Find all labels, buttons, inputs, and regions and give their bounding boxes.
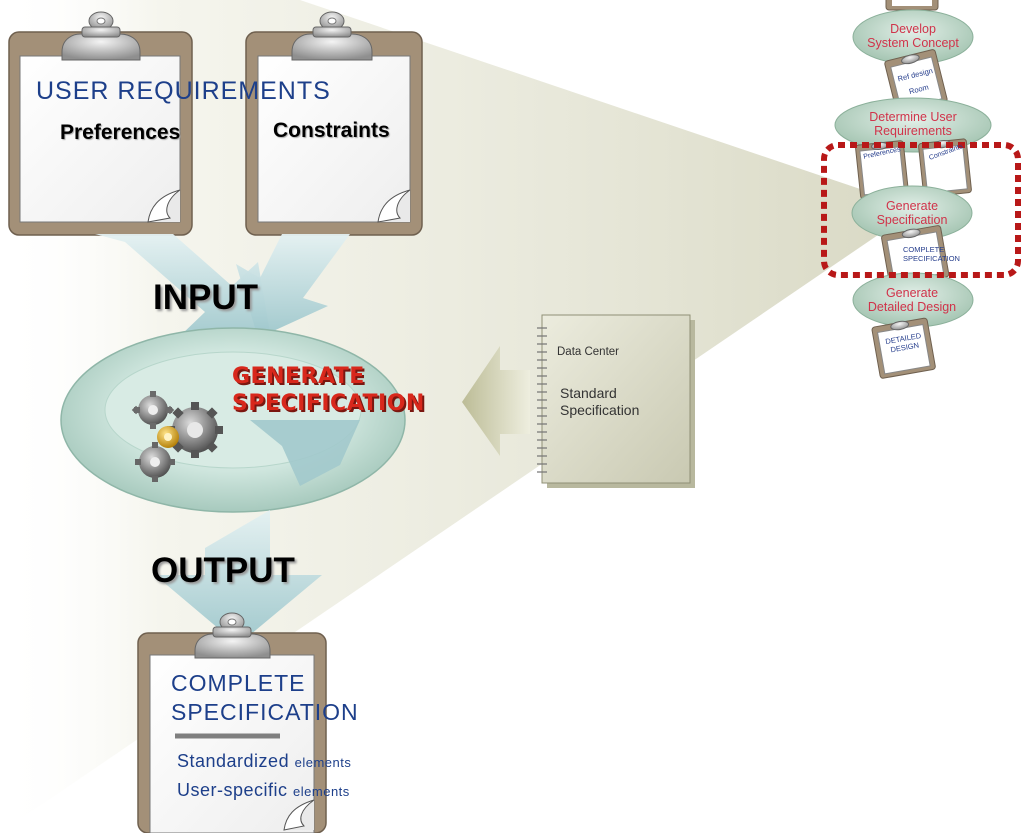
- complete-spec-item-standardized: Standardized elements: [177, 751, 351, 772]
- mini-process-flow: [821, 0, 1021, 379]
- input-arrow-left: [95, 234, 272, 344]
- mini-step4-line2: Detailed Design: [867, 300, 957, 314]
- mini-step4-line1: Generate: [885, 286, 939, 300]
- gears-icon: [131, 391, 223, 482]
- notebook-title: Data Center: [557, 346, 620, 358]
- notebook-subtitle-line2: Specification: [560, 402, 640, 418]
- constraints-clipboard: [245, 11, 423, 236]
- preferences-label: Preferences: [60, 121, 181, 144]
- page-curl-icon: [283, 799, 315, 831]
- clipboard-clip-icon: [194, 612, 271, 659]
- output-arrow: [155, 510, 322, 645]
- process-label-line1: GENERATE: [232, 364, 365, 389]
- complete-spec-clipboard: [137, 612, 327, 833]
- mini-doc3-line2: SPECIFICATION: [903, 254, 960, 263]
- mini-doc3-label: COMPLETE SPECIFICATION: [885, 245, 1005, 263]
- input-label: INPUT: [153, 278, 258, 317]
- preferences-clipboard: [8, 11, 193, 236]
- clipboard-clip-icon: [291, 11, 373, 61]
- mini-step2-line1: Determine User: [869, 110, 957, 124]
- user-requirements-title: USER REQUIREMENTS: [36, 77, 331, 105]
- process-ring: [60, 327, 406, 513]
- mini-step4-label: Generate Detailed Design: [852, 286, 972, 314]
- spiral-binding-icon: [537, 327, 547, 473]
- output-label: OUTPUT: [151, 551, 295, 590]
- mini-step2-line2: Requirements: [874, 124, 952, 138]
- mini-step1-label: Develop System Concept: [853, 22, 973, 50]
- complete-spec-title-line1: COMPLETE: [171, 670, 306, 696]
- mini-step3-line1: Generate: [885, 199, 939, 213]
- item-main: Standardized: [177, 751, 290, 771]
- process-label-line2: SPECIFICATION: [232, 391, 425, 416]
- mini-step1-line2: System Concept: [867, 36, 959, 50]
- notebook-subtitle-line1: Standard: [560, 385, 617, 401]
- input-arrow-right: [236, 234, 350, 338]
- item-tail: elements: [293, 784, 350, 799]
- mini-step1-line1: Develop: [890, 22, 936, 36]
- page-curl-icon: [147, 189, 181, 223]
- mini-doc3-line1: COMPLETE: [903, 245, 945, 254]
- clipboard-clip-icon: [61, 11, 141, 61]
- standard-spec-arrow: [462, 346, 530, 456]
- page-curl-icon: [377, 189, 411, 223]
- complete-spec-title-line2: SPECIFICATION: [171, 699, 359, 725]
- complete-spec-item-user-specific: User-specific elements: [177, 780, 350, 801]
- standard-spec-notebook: [537, 314, 695, 488]
- constraints-label: Constraints: [273, 119, 390, 142]
- mini-step3-line2: Specification: [876, 213, 948, 227]
- mini-step2-label: Determine User Requirements: [848, 110, 978, 138]
- mini-step3-label: Generate Specification: [852, 199, 972, 227]
- item-main: User-specific: [177, 780, 288, 800]
- item-tail: elements: [294, 755, 352, 770]
